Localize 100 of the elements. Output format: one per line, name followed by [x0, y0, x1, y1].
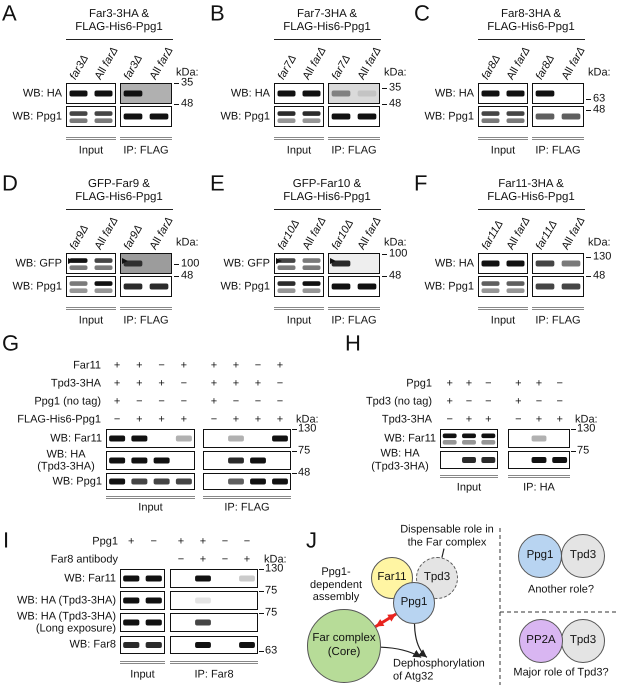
lane-condition-sign: + — [254, 378, 262, 390]
lane-condition-sign: − — [276, 378, 284, 390]
sample-group-label: IP: HA — [523, 482, 555, 494]
lane-condition-sign: − — [536, 396, 542, 408]
lane-condition-sign: − — [515, 414, 522, 426]
lane-condition-sign: + — [446, 378, 453, 390]
lane-condition-sign: + — [136, 360, 143, 372]
condition-label: Tpd3-3HA — [50, 378, 101, 390]
marker-label: 130 — [577, 422, 596, 436]
arrow — [414, 624, 428, 658]
lane-condition-sign: + — [200, 536, 206, 548]
marker-label: 75 — [265, 584, 278, 598]
lane-condition-sign: − — [158, 360, 165, 372]
unit-label: kDa: — [588, 66, 611, 80]
marker-label: 130 — [298, 422, 316, 436]
antibody-label: WB: Ppg1 — [424, 110, 474, 123]
marker-label: 100 — [181, 258, 200, 270]
antibody-label: WB: Ppg1 — [12, 110, 62, 123]
antibody-label: WB: Far8 — [70, 638, 116, 652]
panel-letter: G — [2, 330, 20, 356]
unit-label: kDa: — [176, 66, 199, 79]
sample-group-label: Input — [456, 482, 482, 494]
marker-label: 63 — [593, 92, 606, 105]
marker-label: 48 — [593, 104, 606, 116]
lane-condition-sign: + — [556, 414, 563, 426]
annotation-text: Ppg1-dependent assembly — [309, 566, 363, 604]
antibody-label: WB: GFP — [16, 257, 62, 270]
annotation-text: Dispensable role in the Far complex — [398, 523, 496, 549]
sample-group-label: IP: FLAG — [331, 144, 377, 158]
lane-condition-sign: + — [276, 360, 284, 372]
sample-group-label: Input — [490, 314, 516, 328]
lane-condition-sign: + — [485, 414, 492, 426]
lane-condition-sign: + — [210, 378, 218, 390]
marker-label: 48 — [389, 270, 402, 282]
lane-condition-sign: + — [180, 414, 188, 426]
antibody-label: WB: Ppg1 — [220, 110, 270, 123]
sample-group-label: IP: FLAG — [331, 314, 377, 328]
unit-label: kDa: — [176, 236, 199, 250]
lane-condition-sign: + — [178, 536, 184, 548]
lane-condition-sign: − — [136, 396, 143, 408]
panel-letter: A — [2, 0, 17, 26]
lane-condition-sign: − — [446, 414, 453, 426]
sample-group-label: IP: FLAG — [123, 314, 169, 328]
marker-label: 100 — [389, 248, 408, 260]
panel-letter: B — [210, 0, 225, 26]
lane-condition-sign: + — [254, 414, 262, 426]
lane-condition-sign: + — [210, 360, 218, 372]
sample-group-label: IP: Far8 — [194, 668, 234, 682]
sample-group-label: IP: FLAG — [535, 144, 581, 158]
sample-group-label: IP: FLAG — [535, 314, 581, 328]
marker-label: 75 — [265, 606, 278, 620]
lane-condition-sign: + — [158, 414, 165, 426]
condition-label: Far11 — [73, 360, 101, 372]
unit-label: kDa: — [588, 236, 611, 250]
lane-condition-sign: − — [466, 396, 472, 408]
antibody-label: WB: HA — [434, 87, 474, 100]
lane-condition-sign: − — [222, 536, 228, 548]
sample-group-label: Input — [130, 668, 155, 682]
sample-group-label: Input — [286, 314, 312, 328]
antibody-label: WB: Far11 — [50, 432, 102, 445]
condition-label: Far8 antibody — [50, 554, 118, 566]
marker-label: 48 — [181, 270, 194, 282]
lane-condition-sign: − — [244, 536, 250, 548]
lane-condition-sign: + — [180, 360, 188, 372]
lane-condition-sign: − — [180, 378, 188, 390]
marker-label: 48 — [389, 98, 402, 110]
lane-condition-sign: + — [128, 536, 134, 548]
condition-label: Ppg1 (no tag) — [34, 396, 101, 408]
antibody-label: WB: Far11 — [384, 432, 436, 445]
lane-condition-sign: + — [466, 414, 472, 426]
marker-label: 130 — [593, 250, 612, 264]
lane-condition-sign: + — [136, 378, 143, 390]
marker-label: 75 — [298, 444, 310, 458]
panel-letter: D — [2, 170, 18, 196]
lane-condition-sign: + — [158, 378, 165, 390]
condition-label: Tpd3-3HA — [382, 414, 432, 426]
lane-condition-sign: + — [446, 396, 453, 408]
lane-condition-sign: − — [180, 396, 188, 408]
lane-condition-sign: − — [556, 396, 563, 408]
antibody-label: WB: GFP — [224, 257, 270, 270]
protein-circle: Far complex (Core) — [307, 609, 381, 683]
lane-condition-sign: + — [515, 396, 522, 408]
protein-circle: PP2A — [519, 619, 563, 663]
lane-condition-sign: + — [536, 378, 542, 390]
panel-title: GFP-Far9 & FLAG-His6-Ppg1 — [74, 178, 164, 204]
leader-line — [441, 548, 445, 558]
panel-letter: F — [414, 170, 428, 196]
sample-group-label: Input — [490, 144, 516, 158]
lane-condition-sign: + — [114, 378, 120, 390]
lane-condition-sign: + — [276, 414, 284, 426]
lane-condition-sign: + — [114, 360, 120, 372]
lane-condition-sign: − — [114, 414, 120, 426]
antibody-label: WB: HA — [230, 87, 270, 100]
protein-circle: Ppg1 — [518, 534, 562, 578]
sample-group-label: Input — [138, 502, 163, 514]
arrow — [380, 646, 422, 658]
panel-letter: I — [3, 527, 10, 553]
double-headed-arrow — [374, 612, 397, 628]
antibody-label: WB: Far11 — [64, 572, 116, 585]
condition-label: Tpd3 (no tag) — [366, 396, 432, 408]
